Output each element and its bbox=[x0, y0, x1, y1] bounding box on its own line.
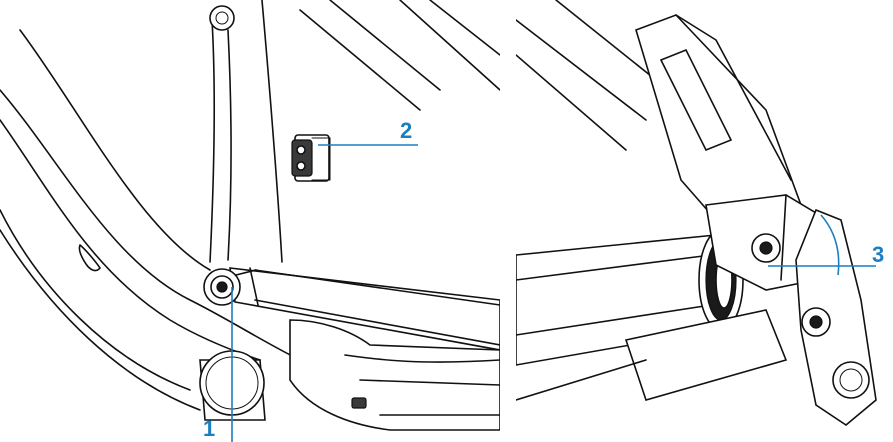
main-pivot-bolt bbox=[203, 268, 257, 306]
dropout-plate bbox=[795, 208, 877, 426]
motor-housing-lower bbox=[359, 379, 500, 386]
bg-strut-2 bbox=[555, 0, 657, 81]
lower-arm-edge bbox=[516, 359, 647, 401]
frame-left-drawing bbox=[0, 0, 500, 442]
down-tube-outline-outer bbox=[0, 89, 301, 361]
down-tube-edge bbox=[0, 229, 201, 411]
top-strut-4 bbox=[429, 0, 500, 56]
bg-strut-1 bbox=[516, 19, 647, 121]
down-tube-outline-inner bbox=[19, 29, 211, 271]
motor-bolt bbox=[351, 397, 367, 409]
upper-bracket-plate bbox=[635, 14, 803, 221]
chainstay bbox=[229, 267, 500, 351]
top-strut-1 bbox=[299, 9, 421, 111]
seat-tube-inner bbox=[227, 29, 232, 261]
down-tube-outline-lower bbox=[0, 209, 191, 391]
down-tube-slot bbox=[78, 244, 101, 272]
callout-3-highlight bbox=[820, 214, 840, 276]
upper-pivot-inner bbox=[215, 11, 229, 25]
callout-1-number: 1 bbox=[203, 416, 216, 441]
upper-pivot bbox=[209, 5, 235, 31]
callout-2-number: 2 bbox=[400, 118, 413, 143]
dropout-view-right: 3 bbox=[516, 0, 893, 442]
motor-housing bbox=[289, 319, 500, 431]
seat-tube-right-edge bbox=[261, 0, 283, 263]
top-strut-2 bbox=[329, 0, 441, 91]
down-tube-outline-mid bbox=[0, 119, 261, 361]
bg-strut-3 bbox=[516, 54, 627, 151]
top-strut-3 bbox=[399, 0, 500, 91]
callout-3-number: 3 bbox=[872, 242, 885, 267]
seat-tube-left-edge bbox=[209, 19, 215, 263]
dropout-right-drawing bbox=[516, 0, 877, 426]
lower-arm bbox=[624, 309, 788, 401]
motor-housing-edge bbox=[344, 354, 500, 363]
frame-view-left: 1 2 bbox=[0, 0, 500, 442]
cable-guide-clip bbox=[291, 134, 331, 182]
